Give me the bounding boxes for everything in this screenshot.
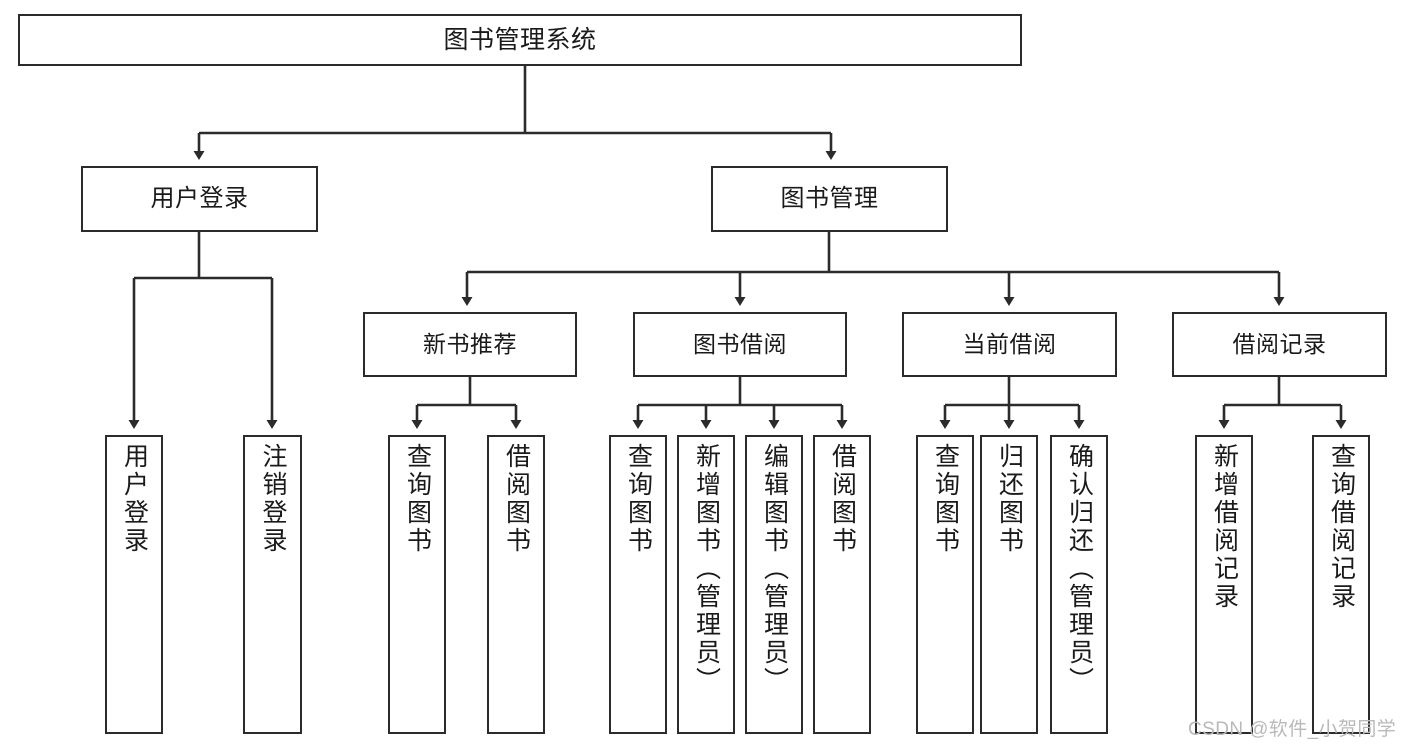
leaf-user-login-sign-in[interactable]: 用户登录 [105, 435, 163, 734]
leaf-label: 注销登录 [259, 443, 287, 555]
node-borrow-record[interactable]: 借阅记录 [1172, 312, 1387, 377]
leaf-label: 借阅图书 [828, 443, 857, 555]
leaf-label: 查询图书 [931, 443, 960, 555]
leaf-current-borrow-confirm-return[interactable]: 确认归还（管理员） [1050, 435, 1108, 734]
leaf-current-borrow-query[interactable]: 查询图书 [916, 435, 974, 734]
node-book-borrow[interactable]: 图书借阅 [633, 312, 847, 377]
csdn-watermark: CSDN @软件_小贺同学 [1188, 719, 1397, 740]
leaf-label: 新增借阅记录 [1210, 443, 1239, 611]
leaf-borrow-record-add[interactable]: 新增借阅记录 [1195, 435, 1253, 734]
node-book-management-label: 图书管理 [780, 185, 879, 213]
node-current-borrow[interactable]: 当前借阅 [902, 312, 1117, 377]
node-book-borrow-label: 图书借阅 [693, 331, 787, 358]
node-current-borrow-label: 当前借阅 [962, 331, 1057, 358]
node-root-label: 图书管理系统 [443, 25, 597, 54]
leaf-current-borrow-return[interactable]: 归还图书 [980, 435, 1038, 734]
node-user-login[interactable]: 用户登录 [81, 166, 318, 232]
leaf-borrow-record-query[interactable]: 查询借阅记录 [1312, 435, 1370, 734]
leaf-new-book-query[interactable]: 查询图书 [388, 435, 446, 734]
leaf-label: 归还图书 [995, 443, 1024, 555]
leaf-book-borrow-borrow[interactable]: 借阅图书 [813, 435, 871, 734]
leaf-book-borrow-edit[interactable]: 编辑图书（管理员） [745, 435, 803, 734]
node-new-book-recommend[interactable]: 新书推荐 [363, 312, 577, 377]
leaf-label: 编辑图书（管理员） [760, 443, 789, 695]
node-borrow-record-label: 借阅记录 [1232, 331, 1327, 358]
leaf-new-book-borrow[interactable]: 借阅图书 [487, 435, 545, 734]
node-new-book-recommend-label: 新书推荐 [423, 331, 517, 358]
leaf-label: 查询借阅记录 [1327, 443, 1356, 611]
leaf-book-borrow-query[interactable]: 查询图书 [609, 435, 667, 734]
leaf-user-login-sign-out[interactable]: 注销登录 [243, 435, 302, 734]
leaf-label: 新增图书（管理员） [692, 443, 721, 695]
leaf-label: 查询图书 [403, 443, 432, 555]
leaf-label: 查询图书 [624, 443, 653, 555]
leaf-label: 用户登录 [120, 443, 149, 555]
node-root[interactable]: 图书管理系统 [18, 14, 1022, 66]
node-user-login-label: 用户登录 [150, 185, 249, 213]
leaf-book-borrow-add[interactable]: 新增图书（管理员） [677, 435, 735, 734]
node-book-management[interactable]: 图书管理 [711, 166, 948, 232]
leaf-label: 借阅图书 [502, 443, 531, 555]
leaf-label: 确认归还（管理员） [1065, 443, 1094, 695]
